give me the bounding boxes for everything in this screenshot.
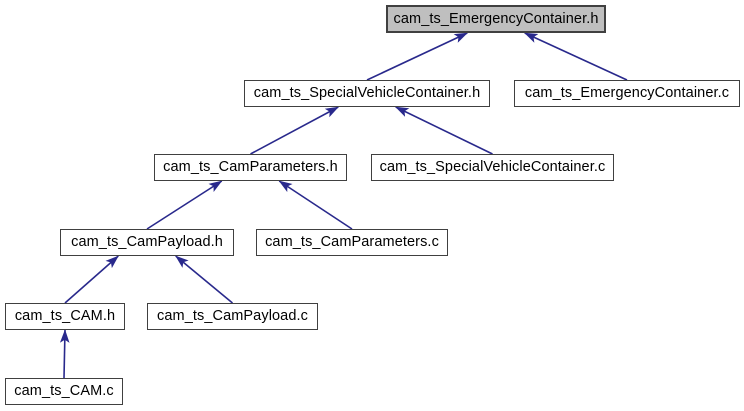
graph-node-cam_c[interactable]: cam_ts_CAM.c — [5, 378, 123, 405]
graph-node-cam_parameters_c[interactable]: cam_ts_CamParameters.c — [256, 229, 448, 256]
edge-special_vehicle_container_h-to-emergency_container_h — [366, 32, 468, 81]
node-label: cam_ts_CamParameters.h — [163, 159, 338, 176]
node-label: cam_ts_CamPayload.h — [71, 234, 223, 251]
node-label: cam_ts_CamPayload.c — [157, 308, 308, 325]
graph-node-emergency_container_c[interactable]: cam_ts_EmergencyContainer.c — [514, 80, 740, 107]
node-label: cam_ts_CAM.h — [14, 308, 116, 325]
edge-cam_parameters_h-to-special_vehicle_container_h — [250, 106, 339, 155]
graph-node-cam_payload_h[interactable]: cam_ts_CamPayload.h — [60, 229, 234, 256]
graph-node-cam_parameters_h[interactable]: cam_ts_CamParameters.h — [154, 154, 347, 181]
edge-cam_payload_c-to-cam_payload_h — [175, 255, 234, 304]
edge-cam_parameters_c-to-cam_parameters_h — [278, 180, 353, 230]
node-label: cam_ts_EmergencyContainer.h — [393, 10, 599, 27]
graph-node-cam_payload_c[interactable]: cam_ts_CamPayload.c — [147, 303, 318, 330]
edge-cam_c-to-cam_h — [59, 329, 70, 379]
node-label: cam_ts_CAM.c — [14, 383, 114, 400]
node-label: cam_ts_SpecialVehicleContainer.h — [253, 85, 481, 102]
graph-node-emergency_container_h[interactable]: cam_ts_EmergencyContainer.h — [386, 5, 606, 33]
node-label: cam_ts_EmergencyContainer.c — [524, 85, 730, 102]
graph-node-cam_h[interactable]: cam_ts_CAM.h — [5, 303, 125, 330]
node-label: cam_ts_SpecialVehicleContainer.c — [379, 159, 606, 176]
edge-cam_h-to-cam_payload_h — [64, 255, 119, 304]
graph-node-special_vehicle_container_c[interactable]: cam_ts_SpecialVehicleContainer.c — [371, 154, 614, 181]
edge-special_vehicle_container_c-to-special_vehicle_container_h — [395, 106, 493, 155]
edge-emergency_container_c-to-emergency_container_h — [524, 32, 628, 81]
graph-node-special_vehicle_container_h[interactable]: cam_ts_SpecialVehicleContainer.h — [244, 80, 490, 107]
node-label: cam_ts_CamParameters.c — [265, 234, 439, 251]
edge-cam_payload_h-to-cam_parameters_h — [146, 180, 223, 230]
